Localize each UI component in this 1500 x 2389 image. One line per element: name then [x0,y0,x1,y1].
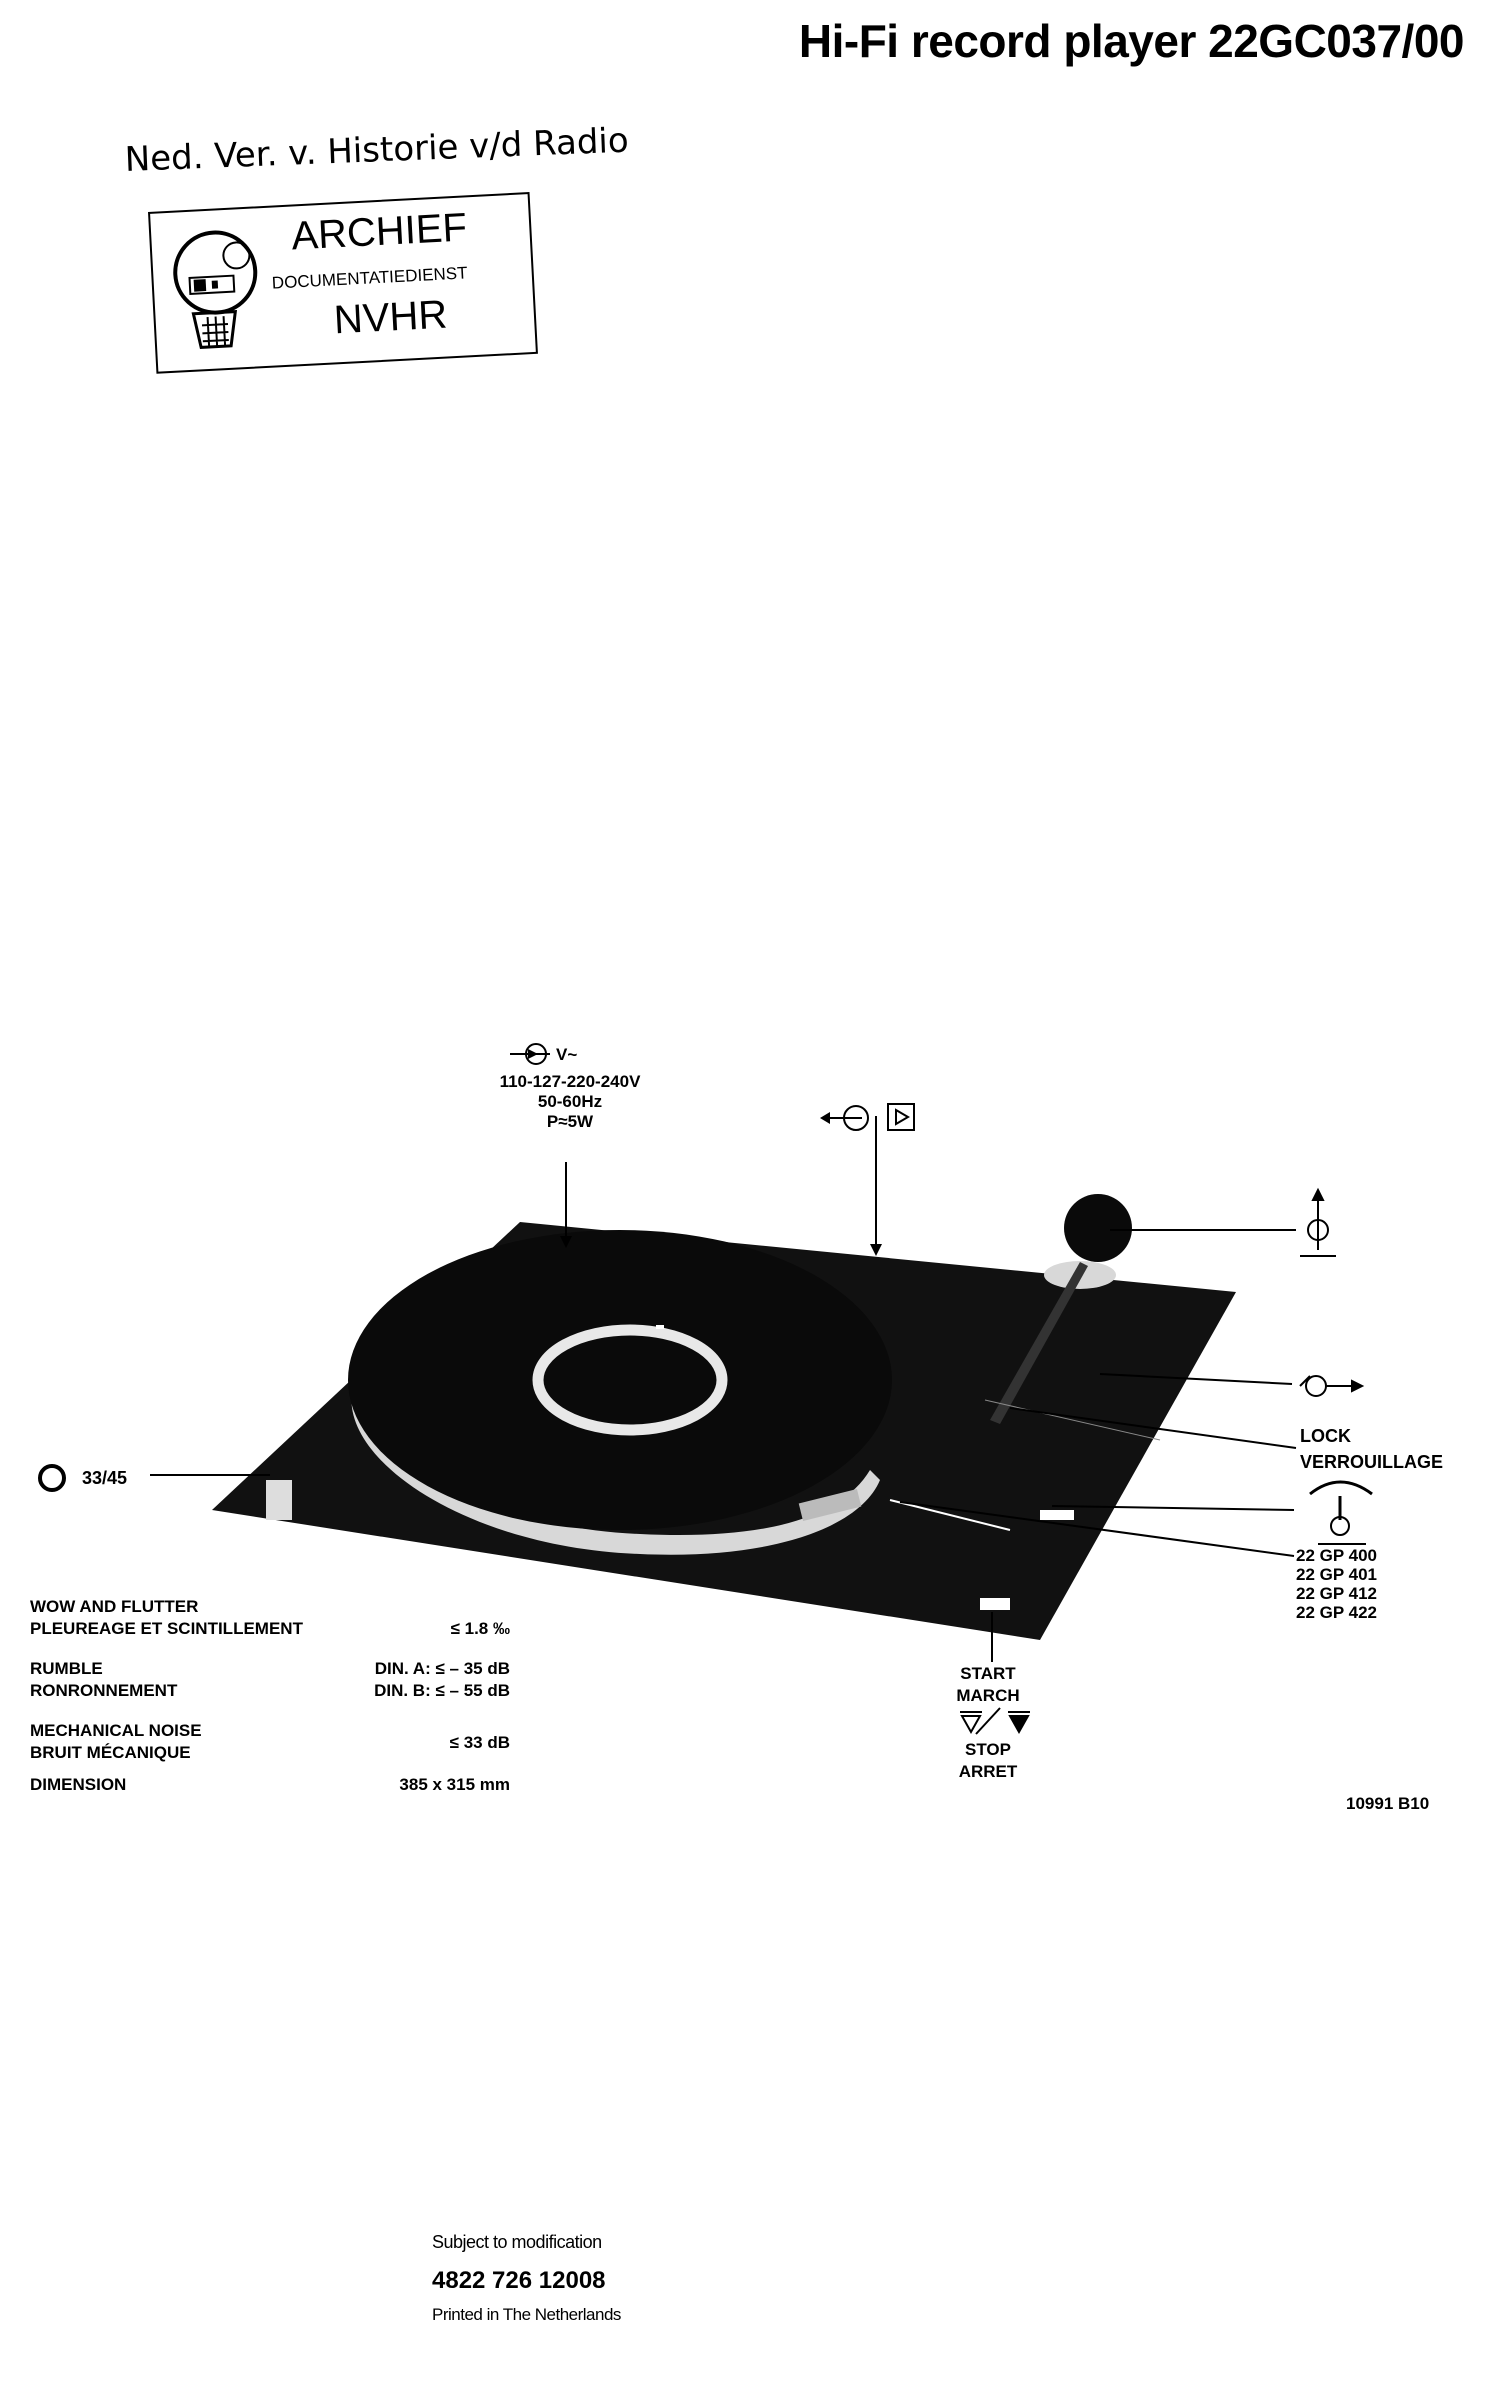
spec-value: DIN. B: ≤ – 55 dB [374,1681,510,1700]
spec-label-fr: PLEUREAGE ET SCINTILLEMENT [30,1619,303,1638]
mains-power: P≈5W [546,1112,594,1131]
lock-label: LOCK [1300,1426,1351,1446]
spec-label: DIMENSION [30,1775,127,1794]
speed-knob [266,1480,292,1520]
mains-frequency: 50-60Hz [537,1092,603,1111]
cartridge-item: 22 GP 422 [1296,1603,1377,1622]
arm-lift-icon [1300,1187,1336,1257]
cartridge-list: 22 GP 400 22 GP 401 22 GP 412 22 GP 422 [1296,1546,1377,1622]
platter-rim [351,1388,880,1555]
cueing-lever [798,1489,862,1521]
tracking-force-icon [1309,1480,1373,1545]
speed-label: 33/45 [82,1468,128,1488]
label-ring [532,1324,728,1436]
audio-output-icon [820,1105,869,1131]
output-plug-icon [1299,1375,1365,1397]
start-stop-icon [960,1707,1030,1735]
spec-value: DIN. A: ≤ – 35 dB [374,1659,510,1678]
spindle [656,1325,664,1329]
stop-label: STOP [965,1740,1011,1759]
speed-ring-icon [38,1464,66,1492]
leader-lock [1009,1407,1297,1449]
tonearm [990,1262,1088,1424]
document-title: Hi-Fi record player 22GC037/00 [798,15,1465,67]
drawing-number: 10991 B10 [1346,1794,1430,1813]
lock-label-fr: VERROUILLAGE [1300,1452,1444,1472]
mains-input-icon [510,1043,550,1065]
stamp-archief: ARCHIEF [290,205,468,259]
spec-label: MECHANICAL NOISE [30,1721,202,1740]
start-label-fr: MARCH [956,1686,1020,1705]
archive-stamp: ARCHIEF DOCUMENTATIEDIENST NVHR [148,192,538,374]
leader-cartridge [899,1501,1295,1557]
stop-label-fr: ARRET [958,1762,1018,1781]
tonearm-counterweight [1064,1194,1132,1262]
mains-specs: 110-127-220-240V 50-60Hz P≈5W [470,1072,670,1132]
spec-value: 385 x 315 mm [399,1775,510,1794]
start-label: START [960,1664,1016,1683]
spec-label: WOW AND FLUTTER [30,1597,199,1616]
modification-notice: Subject to modification [432,2232,602,2252]
leader-output [1099,1373,1293,1385]
printed-notice: Printed in The Netherlands [432,2305,621,2324]
platter [348,1230,892,1530]
cartridge-item: 22 GP 412 [1296,1584,1377,1603]
spec-label: RUMBLE [30,1659,103,1678]
mains-symbol: V~ [556,1045,577,1064]
cartridge-item: 22 GP 401 [1296,1565,1377,1584]
radio-logo-icon [173,230,258,349]
spec-value: ≤ 1.8 ‰ [450,1619,510,1638]
spec-value: ≤ 33 dB [449,1733,510,1752]
mains-voltage: 110-127-220-240V [499,1072,641,1091]
stamp-documentatiedienst: DOCUMENTATIEDIENST [271,263,468,293]
spec-label-fr: RONRONNEMENT [30,1681,178,1700]
lock-slot [1040,1510,1074,1520]
leader-tracking [1051,1505,1295,1511]
spec-label-fr: BRUIT MÉCANIQUE [30,1743,191,1762]
cartridge-item: 22 GP 400 [1296,1546,1377,1565]
start-stop-button [980,1598,1010,1610]
turntable-drawing: V~ [38,1043,1373,1735]
footer: Subject to modification 4822 726 12008 P… [432,2232,621,2325]
document-code: 4822 726 12008 [432,2267,606,2294]
archive-name: Ned. Ver. v. Historie v/d Radio [124,120,630,180]
amplifier-icon [887,1103,915,1131]
stamp-nvhr: NVHR [332,292,449,343]
